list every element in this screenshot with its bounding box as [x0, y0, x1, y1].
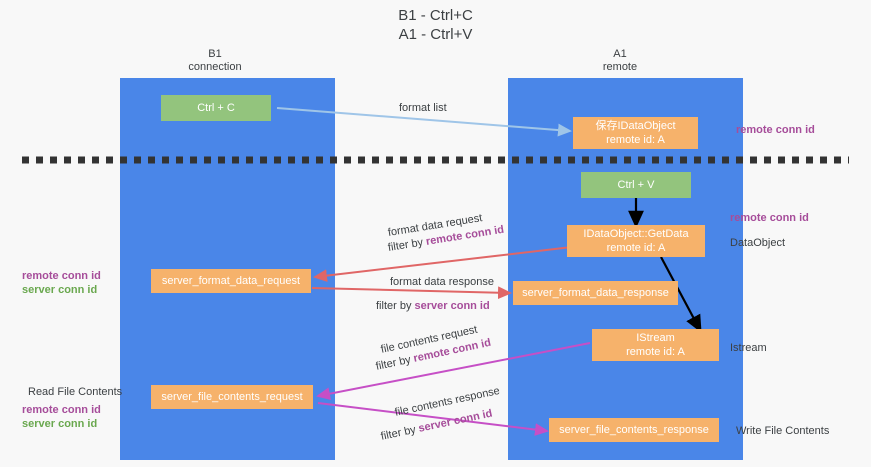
- node-server-format-data-response[interactable]: server_format_data_response: [513, 281, 678, 305]
- server-conn-id-text-1: server conn id: [414, 300, 490, 312]
- annotation-left-remote-conn-id: remote conn id: [22, 270, 101, 282]
- node-server-file-contents-request[interactable]: server_file_contents_request: [151, 385, 313, 409]
- page-title: B1 - Ctrl+C A1 - Ctrl+V: [398, 7, 473, 43]
- annotation-dataobject: DataObject: [730, 237, 786, 249]
- node-ctrl-c[interactable]: Ctrl + C: [161, 95, 271, 121]
- edge-label-filter-server-conn-id-1: filter by server conn id: [376, 299, 490, 313]
- edge-label-format-list: format list: [399, 102, 447, 114]
- edge-format-data-request: [313, 246, 573, 282]
- edge-format-list: [276, 107, 572, 137]
- edge-getdata-to-istream: [660, 256, 702, 333]
- annotation-istream: Istream: [730, 342, 767, 354]
- annotation-read-file-contents: Read File Contents: [28, 386, 123, 398]
- annotation-left-remote-conn-id-2: remote conn id: [22, 404, 101, 416]
- annotation-write-file-contents: Write File Contents: [736, 425, 830, 437]
- annotation-remote-conn-id-mid: remote conn id: [730, 212, 809, 224]
- annotation-left-server-conn-id-2: server conn id: [22, 418, 98, 430]
- column-header-b1: B1 connection: [188, 48, 242, 73]
- edge-label-format-data-response: format data response: [390, 276, 494, 288]
- node-server-file-contents-response[interactable]: server_file_contents_response: [549, 418, 719, 442]
- edge-format-data-response: [311, 286, 512, 300]
- node-istream[interactable]: IStream remote id: A: [592, 329, 719, 361]
- node-save-idataobject[interactable]: 保存IDataObject remote id: A: [573, 117, 698, 149]
- filter-by-text-2: filter by: [376, 300, 415, 312]
- node-server-format-data-request[interactable]: server_format_data_request: [151, 269, 311, 293]
- node-idataobject-getdata[interactable]: IDataObject::GetData remote id: A: [567, 225, 705, 257]
- annotation-remote-conn-id-top: remote conn id: [736, 124, 815, 136]
- edge-file-contents-response: [317, 402, 549, 436]
- edge-file-contents-request: [316, 342, 591, 400]
- annotation-left-server-conn-id: server conn id: [22, 284, 98, 296]
- column-header-a1: A1 remote: [602, 48, 638, 73]
- node-ctrl-v[interactable]: Ctrl + V: [581, 172, 691, 198]
